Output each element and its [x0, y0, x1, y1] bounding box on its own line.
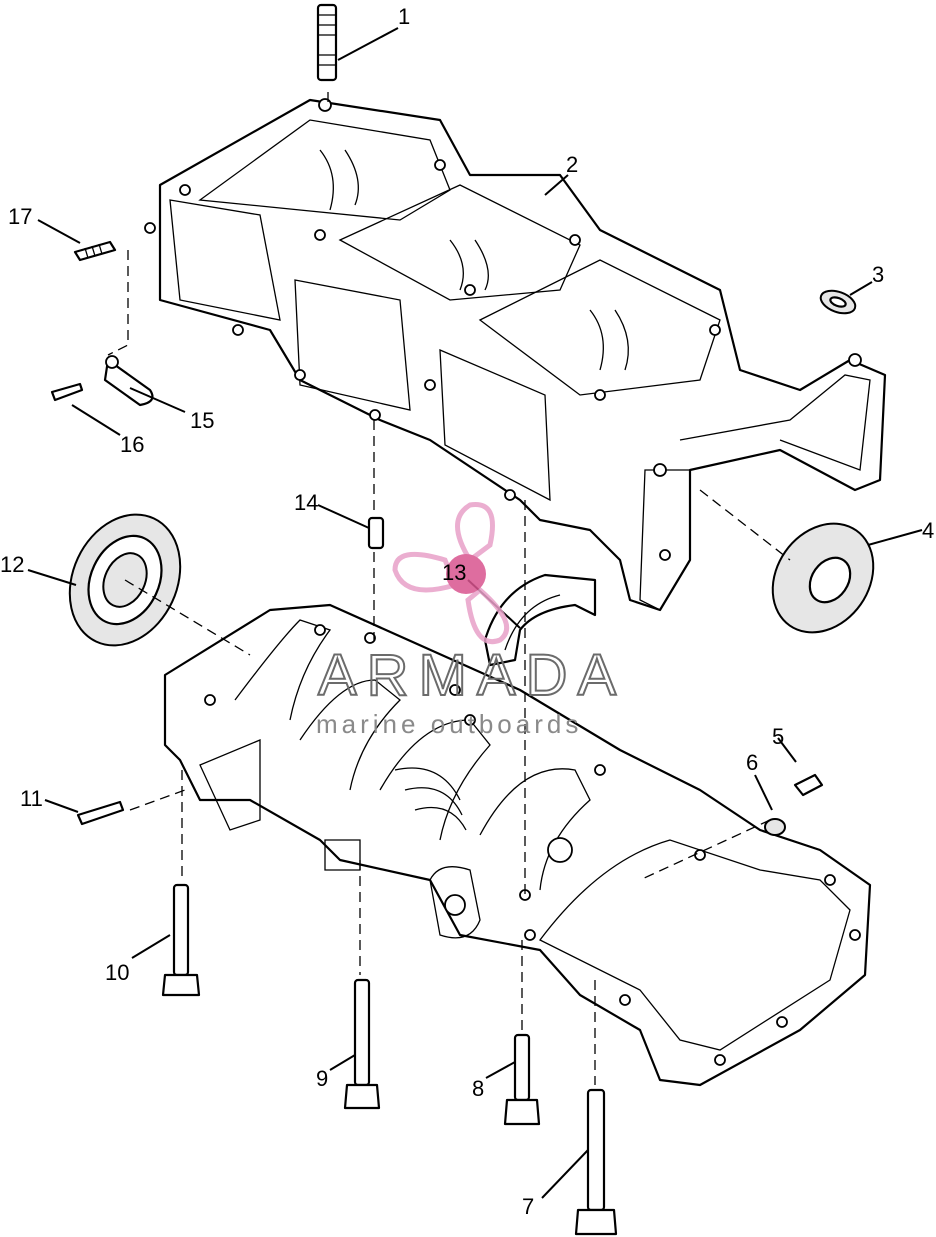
- callout-6: 6: [746, 750, 758, 775]
- dowel-14: [367, 516, 385, 550]
- callout-16: 16: [120, 432, 144, 457]
- washer-6: [764, 818, 786, 836]
- callout-11: 11: [20, 786, 43, 811]
- callout-5: 5: [772, 724, 784, 749]
- screw-17: [73, 240, 117, 262]
- callout-14: 14: [294, 490, 318, 515]
- callout-8: 8: [472, 1076, 484, 1101]
- watermark-title: ARMADA: [318, 643, 626, 708]
- callout-12: 12: [0, 552, 24, 577]
- washer-3: [819, 289, 857, 315]
- callout-2: 2: [566, 152, 578, 177]
- watermark-subtitle: marine outboards: [316, 709, 582, 739]
- screw-16: [50, 382, 84, 402]
- plate-15: [103, 355, 154, 407]
- pin-11: [76, 800, 125, 826]
- bolt-8: [503, 1033, 541, 1126]
- callout-17: 17: [8, 204, 32, 229]
- callout-10: 10: [105, 960, 129, 985]
- callout-3: 3: [872, 262, 884, 287]
- callout-13: 13: [442, 560, 466, 585]
- stud-1: [316, 3, 338, 82]
- assembly-lines: [107, 92, 791, 1085]
- bolt-9: [343, 978, 381, 1110]
- callout-15: 15: [190, 408, 214, 433]
- callout-1: 1: [398, 4, 410, 29]
- lower-crankcase: [163, 603, 872, 1087]
- callout-13-badge: [446, 554, 486, 594]
- callout-4: 4: [922, 518, 934, 543]
- bolt-7: [574, 1088, 618, 1236]
- bolt-5: [793, 773, 824, 797]
- callout-labels: 1 2 3 4 5 6 7 8 9 10 11 12 14 15 16 17: [0, 4, 934, 1219]
- callout-7: 7: [522, 1194, 534, 1219]
- propeller-icon: [392, 502, 510, 644]
- upper-crankcase: [144, 98, 887, 612]
- bolt-10: [161, 883, 201, 997]
- seal-4: [771, 522, 875, 634]
- watermark-logo: [392, 502, 510, 644]
- callout-9: 9: [316, 1066, 328, 1091]
